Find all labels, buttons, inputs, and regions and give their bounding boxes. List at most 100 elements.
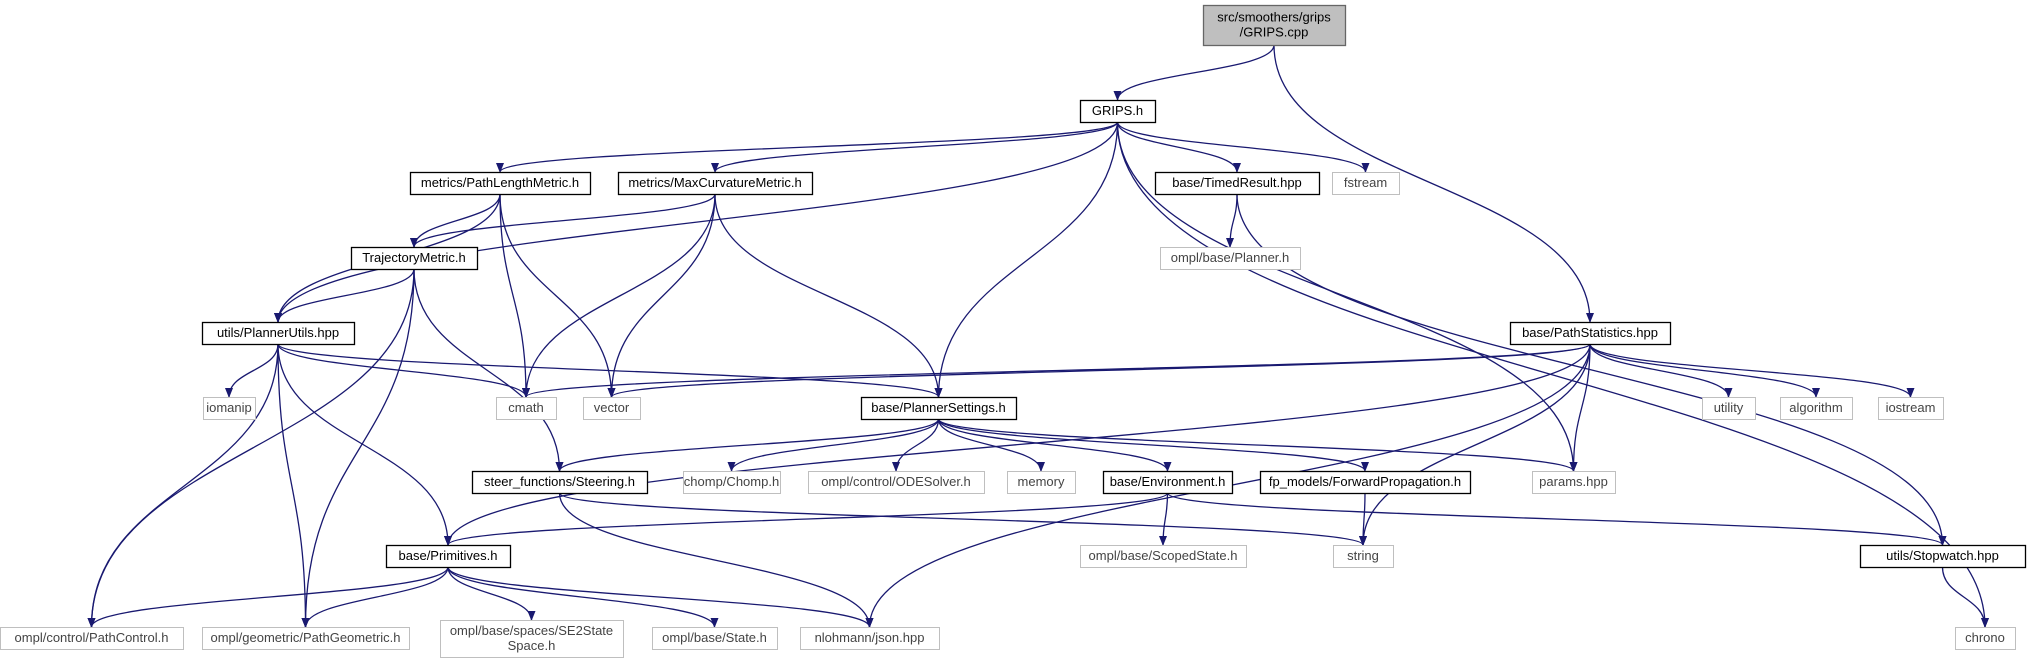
- node-label-pathstats: base/PathStatistics.hpp: [1522, 325, 1658, 340]
- edge-plannersettings-to-odesolver: [892, 418, 940, 472]
- node-plannersettings[interactable]: base/PlannerSettings.h: [860, 396, 1018, 421]
- node-label-chrono: chrono: [1965, 630, 2005, 645]
- edge-trajmetric-to-plannerutils: [274, 268, 415, 323]
- node-box-string: [1333, 545, 1394, 568]
- node-box-stopwatch: [1859, 544, 2027, 569]
- node-box-trajmetric: [350, 246, 479, 271]
- node-box-pathstats: [1509, 321, 1672, 346]
- node-plannerutils[interactable]: utils/PlannerUtils.hpp: [201, 321, 356, 346]
- edge-forwardprop-to-string: [1359, 492, 1368, 546]
- node-params: params.hpp: [1532, 471, 1616, 494]
- node-box-chomp: [683, 471, 781, 494]
- node-label-utility: utility: [1714, 400, 1744, 415]
- node-label-stateh: ompl/base/State.h: [662, 630, 767, 645]
- node-label-se2state: ompl/base/spaces/SE2State: [450, 623, 613, 638]
- edge-plannerutils-to-cmath: [277, 343, 530, 398]
- node-forwardprop[interactable]: fp_models/ForwardPropagation.h: [1259, 470, 1472, 495]
- node-box-params: [1532, 471, 1616, 494]
- node-label-timedresult: base/TimedResult.hpp: [1172, 175, 1302, 190]
- node-label-gripscpp: /GRIPS.cpp: [1240, 25, 1309, 40]
- edge-gripscpp-to-gripsh: [1113, 44, 1275, 101]
- edge-gripsh-to-maxcurv: [711, 121, 1119, 173]
- node-label-environment: base/Environment.h: [1110, 474, 1226, 489]
- node-gripsh[interactable]: GRIPS.h: [1079, 99, 1157, 124]
- node-box-pathgeometric: [202, 627, 410, 650]
- node-primitives[interactable]: base/Primitives.h: [385, 544, 512, 569]
- edge-gripsh-to-fstream: [1116, 121, 1370, 173]
- node-label-iostream: iostream: [1886, 400, 1936, 415]
- edge-pathstats-to-vector: [607, 343, 1591, 398]
- node-box-primitives: [385, 544, 512, 569]
- edge-pathlength-to-vector: [499, 193, 616, 398]
- edge-steering-to-json: [558, 492, 874, 628]
- node-label-gripscpp: src/smoothers/grips: [1217, 10, 1331, 25]
- edge-maxcurv-to-cmath: [522, 193, 716, 398]
- node-box-forwardprop: [1259, 470, 1472, 495]
- node-box-pathcontrol: [0, 627, 184, 650]
- node-label-scopedstate: ompl/base/ScopedState.h: [1089, 548, 1238, 563]
- node-label-iomanip: iomanip: [206, 400, 252, 415]
- edge-pathstats-to-iostream: [1589, 343, 1915, 398]
- node-environment[interactable]: base/Environment.h: [1102, 470, 1234, 495]
- edge-plannerutils-to-pathcontrol: [87, 343, 279, 628]
- node-box-memory: [1007, 471, 1076, 494]
- node-timedresult[interactable]: base/TimedResult.hpp: [1154, 171, 1321, 196]
- node-label-primitives: base/Primitives.h: [399, 548, 498, 563]
- edges-layer: [87, 44, 1989, 628]
- node-label-forwardprop: fp_models/ForwardPropagation.h: [1269, 474, 1461, 489]
- node-label-plannerh: ompl/base/Planner.h: [1171, 250, 1290, 265]
- node-box-algorithm: [1780, 397, 1853, 420]
- node-trajmetric[interactable]: TrajectoryMetric.h: [350, 246, 479, 271]
- node-label-plannerutils: utils/PlannerUtils.hpp: [217, 325, 339, 340]
- edge-plannerutils-to-plannersettings: [277, 343, 943, 398]
- node-steering[interactable]: steer_functions/Steering.h: [471, 470, 649, 495]
- edge-pathstats-to-string: [1359, 343, 1591, 546]
- node-fstream: fstream: [1332, 172, 1400, 195]
- edge-pathstats-to-algorithm: [1589, 343, 1820, 398]
- node-string: string: [1333, 545, 1394, 568]
- node-maxcurv[interactable]: metrics/MaxCurvatureMetric.h: [617, 171, 814, 196]
- node-pathgeometric: ompl/geometric/PathGeometric.h: [202, 627, 410, 650]
- node-box-odesolver: [808, 471, 985, 494]
- node-label-maxcurv: metrics/MaxCurvatureMetric.h: [628, 175, 801, 190]
- edge-primitives-to-pathgeometric: [301, 566, 449, 628]
- edge-timedresult-to-plannerh: [1226, 193, 1238, 248]
- node-box-plannersettings: [860, 396, 1018, 421]
- node-label-string: string: [1347, 548, 1379, 563]
- edge-plannersettings-to-memory: [937, 418, 1045, 472]
- node-box-stateh: [652, 627, 778, 650]
- node-box-fstream: [1332, 172, 1400, 195]
- edge-primitives-to-json: [447, 566, 874, 628]
- edge-pathstats-to-utility: [1589, 343, 1733, 398]
- node-algorithm: algorithm: [1780, 397, 1853, 420]
- edge-gripsh-to-params: [1116, 121, 1578, 472]
- node-label-odesolver: ompl/control/ODESolver.h: [821, 474, 971, 489]
- edge-plannersettings-to-forwardprop: [937, 418, 1369, 472]
- edge-plannerutils-to-iomanip: [225, 343, 279, 398]
- node-label-pathlength: metrics/PathLengthMetric.h: [421, 175, 579, 190]
- edge-plannersettings-to-steering: [555, 418, 940, 472]
- node-label-gripsh: GRIPS.h: [1092, 103, 1143, 118]
- node-pathstats[interactable]: base/PathStatistics.hpp: [1509, 321, 1672, 346]
- edge-plannersettings-to-chomp: [727, 418, 940, 472]
- node-label-cmath: cmath: [508, 400, 543, 415]
- node-memory: memory: [1007, 471, 1076, 494]
- edge-primitives-to-pathcontrol: [87, 566, 449, 628]
- node-box-gripsh: [1079, 99, 1157, 124]
- node-box-scopedstate: [1080, 545, 1247, 568]
- node-label-stopwatch: utils/Stopwatch.hpp: [1886, 548, 1999, 563]
- edge-primitives-to-se2state: [447, 566, 536, 621]
- node-pathlength[interactable]: metrics/PathLengthMetric.h: [409, 171, 592, 196]
- node-utility: utility: [1702, 397, 1756, 420]
- edge-environment-to-primitives: [444, 492, 1169, 546]
- node-label-json: nlohmann/json.hpp: [815, 630, 925, 645]
- node-box-cmath: [496, 397, 557, 420]
- edge-gripsh-to-plannerutils: [274, 121, 1119, 323]
- node-label-steering: steer_functions/Steering.h: [484, 474, 635, 489]
- node-gripscpp[interactable]: src/smoothers/grips/GRIPS.cpp: [1202, 4, 1347, 47]
- node-label-se2state: Space.h: [508, 638, 556, 653]
- node-plannerh: ompl/base/Planner.h: [1160, 247, 1301, 270]
- node-stopwatch[interactable]: utils/Stopwatch.hpp: [1859, 544, 2027, 569]
